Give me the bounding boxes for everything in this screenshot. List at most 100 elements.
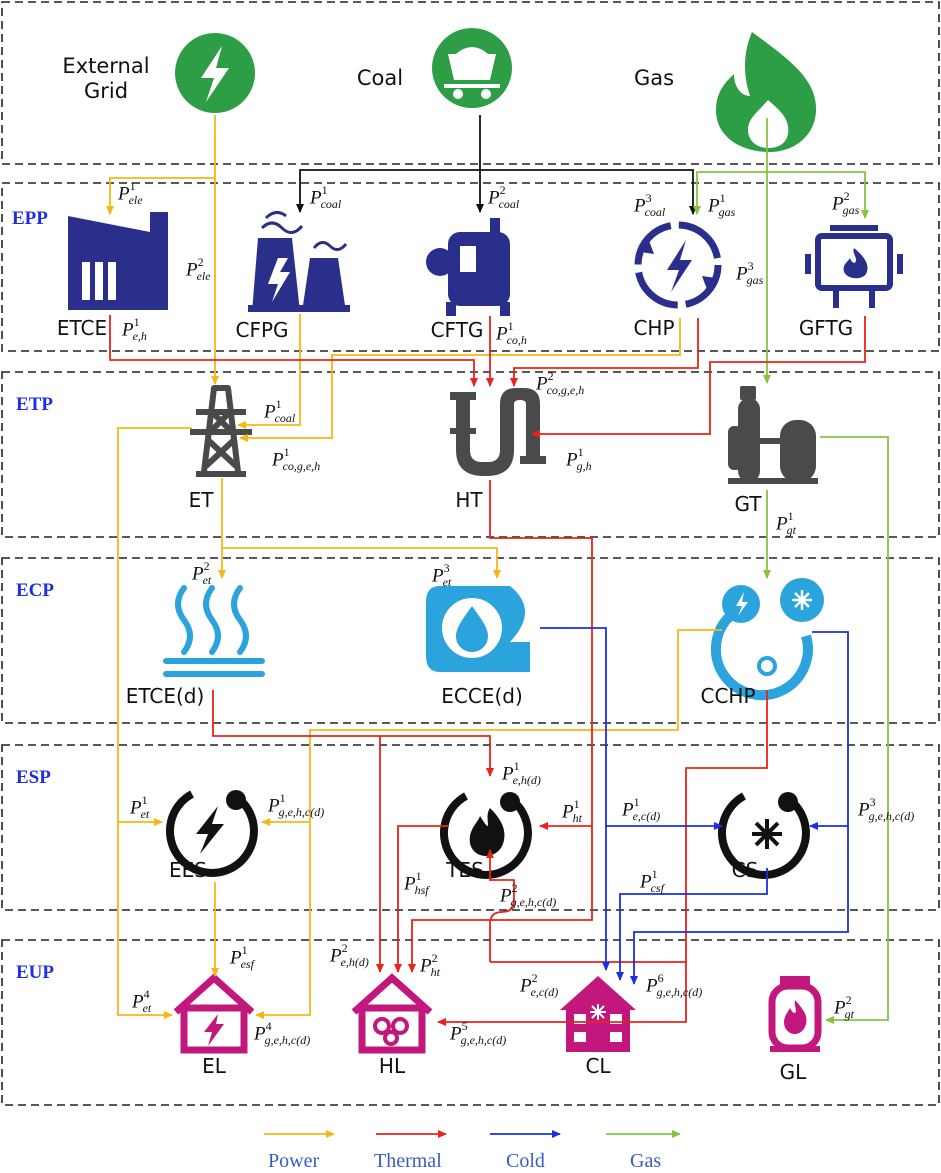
source-label-gas: Gas xyxy=(633,66,675,90)
heat-pipe-icon xyxy=(450,388,546,476)
flow-label: P1ele xyxy=(118,179,143,208)
node-label-cchp: CCHP xyxy=(700,684,756,708)
legend-power: Power xyxy=(268,1150,320,1172)
coal-to-chp xyxy=(480,169,697,215)
power-grid-to-etce xyxy=(106,115,216,215)
node-label-ecced: ECCE(d) xyxy=(441,684,523,708)
cold-cchp-to-cl xyxy=(630,826,849,985)
flow-label: P5g,e,h,c(d) xyxy=(450,1019,507,1048)
cold-ecce-to-cs xyxy=(540,627,723,830)
flow-label: P3gas xyxy=(736,259,764,288)
section-label-eup: EUP xyxy=(16,962,54,983)
flow-label: P2et xyxy=(192,559,212,588)
power-cfpg-to-et xyxy=(237,314,301,429)
node-label-cl: CL xyxy=(585,1054,611,1078)
flow-label: P3et xyxy=(432,561,452,590)
flow-label: P1g,e,h,c(d) xyxy=(268,791,325,820)
thermal-tes-to-hl xyxy=(394,825,448,973)
gas-gt-to-gl xyxy=(820,436,889,1024)
section-label-ecp: ECP xyxy=(16,580,54,601)
legend-gas: Gas xyxy=(630,1150,662,1172)
cold-load-icon xyxy=(560,976,636,1052)
node-label-ees: EES xyxy=(169,858,207,882)
legend-cold: Cold xyxy=(506,1150,545,1172)
cold-cs-to-cl xyxy=(616,868,768,981)
flow-label: P1e,h(d) xyxy=(502,759,541,788)
thermal-bus-to-tes-up xyxy=(486,849,515,962)
section-label-epp: EPP xyxy=(12,208,48,229)
power-plant-icon xyxy=(248,211,350,312)
legend-thermal: Thermal xyxy=(374,1150,442,1172)
power-et-to-ecce xyxy=(222,547,501,579)
node-label-tes: TES xyxy=(446,858,484,882)
node-label-el: EL xyxy=(202,1054,226,1078)
thermal-ht-bus-to-hl xyxy=(408,826,593,973)
flow-label: P1csf xyxy=(640,867,664,896)
node-label-cftg: CFTG xyxy=(430,318,484,342)
flow-label: P1co,g,e,h xyxy=(272,445,321,474)
cooling-unit-icon xyxy=(426,586,530,672)
node-label-etced: ETCE(d) xyxy=(125,684,205,708)
node-label-ht: HT xyxy=(455,488,483,512)
flow-label: P2ele xyxy=(186,255,211,284)
power-et-to-el-outer xyxy=(117,427,192,1019)
thermal-chp-to-ht xyxy=(510,318,699,387)
thermal-gftg-to-ht xyxy=(531,316,866,438)
flow-label: P2e,c(d) xyxy=(520,971,559,1000)
flow-label: P1coal xyxy=(310,183,342,212)
node-label-chp: CHP xyxy=(633,316,675,340)
node-label-hl: HL xyxy=(378,1054,406,1078)
power-cchp-to-ees xyxy=(261,629,722,826)
flow-label: P1g,h xyxy=(566,445,592,474)
flow-label: P2co,g,e,h xyxy=(536,369,585,398)
cchp-icon xyxy=(710,578,824,701)
coal-to-cfpg xyxy=(296,169,480,213)
heat-load-icon xyxy=(351,973,433,1054)
epp-box xyxy=(1,182,940,352)
battery-storage-icon xyxy=(166,790,258,877)
node-label-cfpg: CFPG xyxy=(235,318,289,342)
flow-label: P3coal xyxy=(634,191,666,220)
flow-label: P2ht xyxy=(420,951,440,980)
flow-label: P1co,h xyxy=(496,319,527,348)
flow-label: P2e,h(d) xyxy=(330,941,369,970)
chp-cycle-icon xyxy=(634,221,722,309)
thermal-cchp-to-hl xyxy=(437,962,687,1026)
section-boxes xyxy=(1,1,940,1106)
flow-label: P2coal xyxy=(488,183,520,212)
flow-label: P1e,c(d) xyxy=(622,795,661,824)
gas-cylinder-icon xyxy=(768,976,822,1052)
node-label-gftg: GFTG xyxy=(798,316,854,340)
electric-load-icon xyxy=(173,973,255,1054)
lightning-icon xyxy=(175,33,255,113)
factory-icon xyxy=(68,212,168,310)
cold-storage-icon xyxy=(718,792,810,879)
gas-boiler-icon xyxy=(805,225,903,308)
transmission-tower-icon xyxy=(190,385,252,477)
node-label-et: ET xyxy=(188,488,214,512)
gas-flame-icon xyxy=(716,32,817,152)
thermal-etced-to-tes xyxy=(212,690,494,777)
flow-label: P2gt xyxy=(834,993,854,1022)
flow-label: P1coal xyxy=(264,397,296,426)
thermal-storage-icon xyxy=(440,792,532,879)
source-label-grid: External Grid xyxy=(62,54,150,104)
esp-box xyxy=(1,744,940,911)
flow-label: P2gas xyxy=(832,189,860,218)
flow-label: P6g,e,h,c(d) xyxy=(646,971,703,1000)
flow-label: P1gas xyxy=(708,191,736,220)
flow-label: P1hsf xyxy=(404,869,429,898)
heating-icon xyxy=(163,585,265,677)
eup-box xyxy=(1,939,940,1106)
ecp-box xyxy=(1,557,940,724)
etp-box xyxy=(1,371,940,538)
flow-label: P1et xyxy=(130,793,150,822)
flow-label: P1ht xyxy=(562,797,582,826)
flow-label: P4et xyxy=(132,987,152,1016)
flow-label: P3g,e,h,c(d) xyxy=(858,795,915,824)
gas-tank-icon xyxy=(728,386,818,484)
node-label-etce: ETCE xyxy=(56,316,108,340)
source-label-coal: Coal xyxy=(356,66,404,90)
gas-to-gftg xyxy=(767,171,869,219)
section-label-esp: ESP xyxy=(16,767,51,788)
